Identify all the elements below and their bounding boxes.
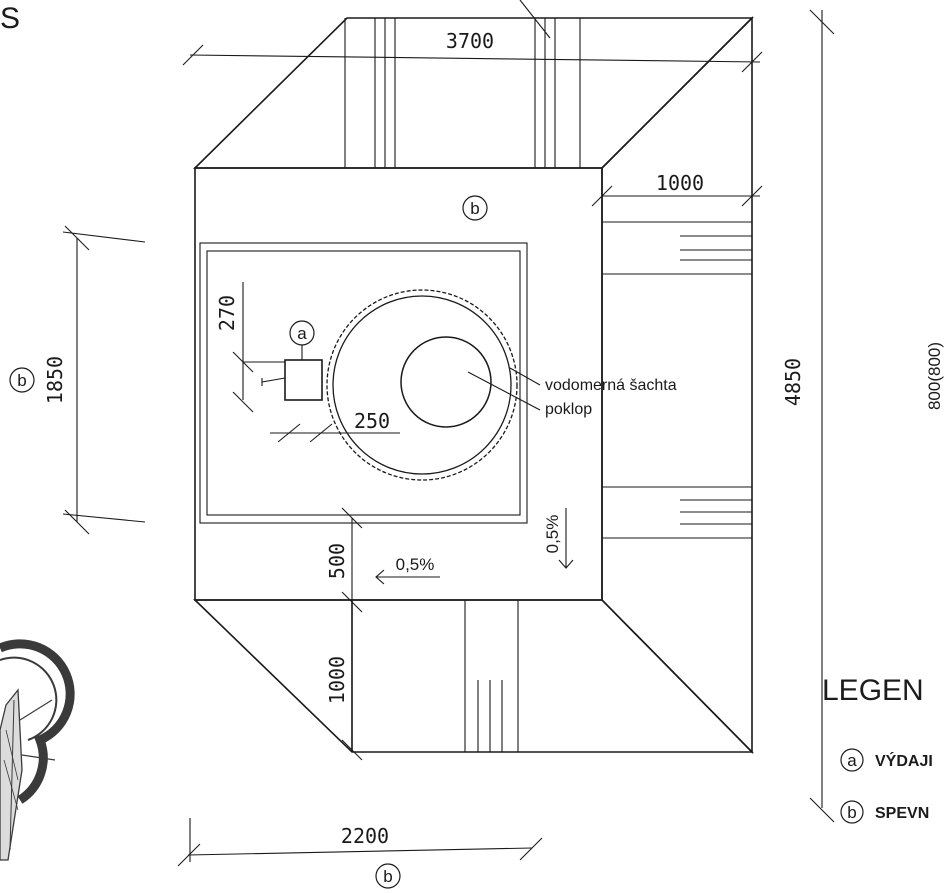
marker-a-label: a [297,324,307,343]
dim-1000-bottom-text: 1000 [325,656,349,704]
slope-horizontal [375,569,440,585]
dim-270 [232,282,285,413]
dim-2200-text: 2200 [341,824,389,848]
marker-b-circle-top [462,195,488,221]
dim-800-text: 800(800) [925,342,944,410]
dim-1850-text: 1850 [43,356,67,404]
marker-b-circle-bottom [375,863,401,889]
marker-a-circle [289,320,315,346]
legend-item-b-text: SPEVN [875,805,929,822]
slope-vertical [558,508,574,569]
dim-3700-text: 3700 [446,29,494,53]
dim-250 [270,423,400,443]
water-meter-shaft [326,289,541,481]
dim-270-text: 270 [215,295,239,331]
inner-lawn-border-outer [199,242,528,524]
marker-b-label-bottom: b [383,867,392,886]
legend-marker-b [840,800,864,824]
slope-horizontal-text: 0,5% [396,555,435,574]
shaft-label: vodomerná šachta [545,377,677,394]
dim-4850-text: 4850 [781,358,805,406]
cover-label: poklop [545,401,592,418]
dim-4850 [809,9,835,823]
dim-250-text: 250 [354,409,390,433]
legend-marker-a [840,748,864,772]
corner-fragment-text: S [0,2,20,35]
dim-500-text: 500 [325,543,349,579]
bottom-curb-stripes [464,600,519,752]
marker-b-label-left: b [17,371,26,390]
bottom-pavement-area [193,599,754,753]
marker-b-label-top: b [470,199,479,218]
dim-1000-right-text: 1000 [656,171,704,195]
marker-b-circle-left [9,367,35,393]
dim-500 [341,507,363,613]
manhole-cover [400,336,492,428]
dim-1000-bottom [341,604,363,761]
slope-vertical-text: 0,5% [543,515,562,554]
legend-item-a-text: VÝDAJI [875,751,933,770]
central-pavement-area [194,167,603,601]
legend-marker-a-label: a [847,751,857,770]
compass-icon [0,639,75,861]
dim-1850 [62,225,146,535]
dim-2200 [177,818,543,867]
dim-1000-right [591,185,763,207]
right-curb-stripes [602,221,752,539]
dim-3700 [182,0,763,73]
inner-lawn-border-inner [206,250,521,516]
dispenser-box [261,345,323,401]
top-curb-stripes [344,18,581,168]
legend-marker-b-label: b [847,803,856,822]
legend-title: LEGEN [822,674,924,707]
